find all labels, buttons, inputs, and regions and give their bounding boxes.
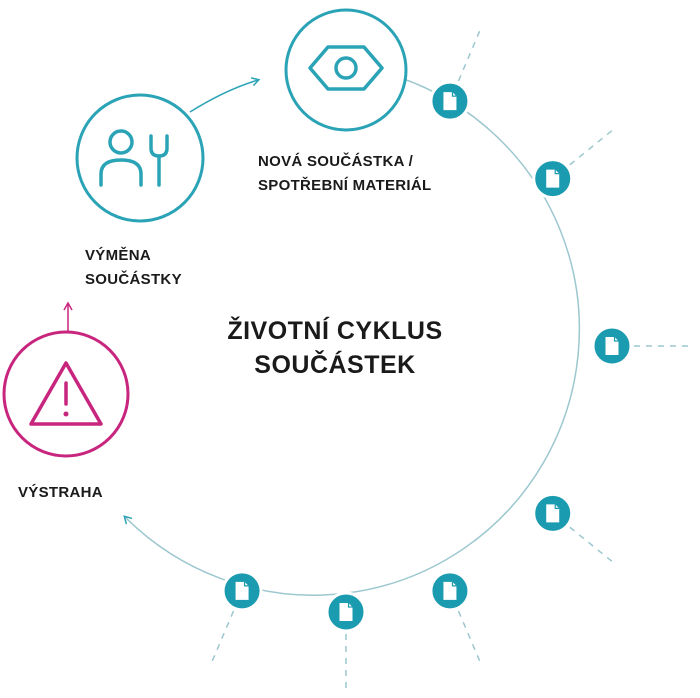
document-node [429, 80, 471, 122]
document-icon [235, 581, 249, 600]
hex-nut-icon [308, 45, 384, 91]
radial-dash-line [569, 526, 616, 565]
document-icon [443, 581, 457, 600]
document-node [325, 591, 367, 633]
radial-dash-line [210, 610, 235, 665]
document-icon [546, 504, 560, 523]
label-new-part-line2: SPOTŘEBNÍ MATERIÁL [258, 177, 432, 194]
label-new-part-line1: NOVÁ SOUČÁSTKA / [258, 153, 414, 170]
document-node [429, 570, 471, 612]
warning-node [2, 330, 130, 458]
label-replacement-line2: SOUČÁSTKY [85, 271, 182, 288]
warning-triangle-icon [29, 361, 103, 426]
document-node [591, 325, 633, 367]
radial-dash-line [457, 610, 482, 665]
replacement-node [75, 93, 205, 223]
person-wrench-icon [99, 129, 169, 187]
diagram-title: ŽIVOTNÍ CYKLUS SOUČÁSTEK [200, 314, 470, 382]
document-node [221, 570, 263, 612]
label-new-part: NOVÁ SOUČÁSTKA / SPOTŘEBNÍ MATERIÁL [258, 150, 431, 198]
document-icon [443, 92, 457, 111]
document-node [532, 158, 574, 200]
document-icon [546, 169, 560, 188]
new-part-node [284, 8, 408, 132]
document-icon [605, 337, 619, 355]
label-warning: VÝSTRAHA [18, 483, 103, 503]
label-replacement-line1: VÝMĚNA [85, 247, 151, 264]
radial-dash-line [569, 127, 616, 166]
arrow-replacement-to-new [189, 77, 261, 113]
radial-dash-line [457, 27, 482, 82]
document-icon [339, 603, 353, 621]
diagram-title-line1: ŽIVOTNÍ CYKLUS [227, 317, 443, 345]
diagram-title-line2: SOUČÁSTEK [254, 351, 416, 379]
label-replacement: VÝMĚNA SOUČÁSTKY [85, 244, 182, 292]
label-warning-line1: VÝSTRAHA [18, 484, 103, 501]
document-node [532, 492, 574, 534]
